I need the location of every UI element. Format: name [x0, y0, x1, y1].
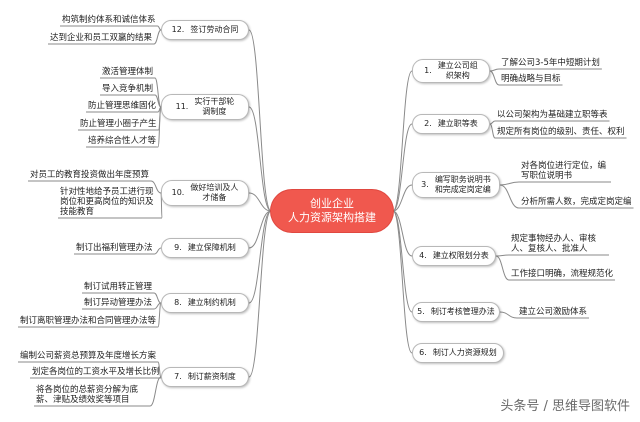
central-topic-line2: 人力资源架构搭建	[288, 211, 376, 224]
branch-label: 建立职等表	[437, 119, 478, 128]
leaf-12-2[interactable]: 达到企业和员工双赢的结果	[50, 33, 153, 43]
branch-node-3[interactable]: 3. 编写职务说明书和完成定岗定编	[412, 172, 500, 198]
branch-number: 12.	[171, 25, 185, 34]
leaf-7-1[interactable]: 编制公司薪资总预算及年度增长方案	[20, 351, 157, 361]
branch-node-1[interactable]: 1. 建立公司组织架构	[412, 59, 490, 83]
connector-center-6	[392, 210, 413, 354]
branch-node-12[interactable]: 12. 签订劳动合同	[161, 20, 249, 40]
connector-leaf-2-2	[489, 123, 496, 139]
branch-label: 制订考核管理办法	[430, 307, 495, 316]
connector-leaf-2-1	[489, 120, 496, 125]
branch-node-8[interactable]: 8. 建立制约机制	[161, 293, 249, 313]
connector-leaf-10-1	[150, 180, 162, 194]
connector-leaf-1-2	[489, 70, 500, 86]
watermark: 头条号 / 思维导图软件	[500, 399, 630, 414]
connector-leaf-11-5	[157, 106, 162, 148]
branch-label: 制订人力资源规划	[432, 348, 497, 357]
connector-center-9	[248, 210, 272, 249]
leaf-1-2[interactable]: 明确战略与目标	[501, 74, 561, 84]
branch-node-6[interactable]: 6. 制订人力资源规划	[412, 343, 504, 363]
connector-leaf-12-2	[153, 29, 162, 45]
branch-label: 做好培训及人才储备	[190, 183, 239, 202]
branch-node-2[interactable]: 2. 建立职等表	[412, 114, 490, 134]
central-topic[interactable]: 创业企业 人力资源架构搭建	[271, 190, 393, 232]
leaf-11-4[interactable]: 防止管理小圈子产生	[80, 119, 157, 129]
connector-center-7	[248, 210, 272, 378]
branch-label: 实行干部轮调制度	[194, 97, 235, 116]
central-topic-line1: 创业企业	[310, 197, 354, 210]
branch-label: 建立权限划分表	[432, 251, 489, 260]
branch-node-11[interactable]: 11. 实行干部轮调制度	[161, 94, 249, 120]
connector-leaf-1-1	[489, 68, 500, 72]
connector-leaf-3-2	[499, 184, 520, 209]
branch-number: 6.	[419, 348, 427, 357]
leaf-1-1[interactable]: 了解公司3-5年中短期计划	[501, 58, 600, 68]
connector-center-3	[392, 184, 413, 212]
connector-leaf-7-3	[149, 376, 162, 407]
branch-node-4[interactable]: 4. 建立权限划分表	[412, 246, 496, 266]
connector-center-2	[392, 123, 413, 212]
connector-leaf-9-1	[154, 247, 162, 255]
leaf-2-2[interactable]: 规定所有岗位的级别、责任、权利	[497, 127, 625, 137]
connector-center-10	[248, 192, 272, 212]
leaf-10-1[interactable]: 对员工的教育投资做出年度预算	[30, 170, 150, 180]
leaf-7-3[interactable]: 将各岗位的总薪资分解为底薪、津贴及绩效奖等项目	[36, 385, 139, 405]
branch-number: 3.	[421, 180, 429, 189]
leaf-3-2[interactable]: 分析所需人数，完成定岗定编	[521, 197, 632, 207]
leaf-8-1[interactable]: 制订试用转正管理	[84, 282, 153, 292]
connector-center-1	[392, 70, 413, 212]
connector-leaf-8-3	[157, 302, 162, 328]
leaf-7-2[interactable]: 划定各岗位的工资水平及增长比例	[32, 367, 160, 377]
leaf-11-2[interactable]: 导入竞争机制	[102, 84, 154, 94]
leaf-10-2[interactable]: 针对性地给予员工进行现岗位和更高岗位的知识及技能教育	[60, 187, 154, 217]
leaf-11-5[interactable]: 培养综合性人才等	[88, 136, 157, 146]
connector-leaf-4-1	[495, 254, 510, 257]
leaf-11-3[interactable]: 防止管理思维固化	[88, 101, 157, 111]
connector-leaf-5-1	[499, 311, 518, 319]
leaf-8-2[interactable]: 制订异动管理办法	[84, 298, 153, 308]
connector-center-5	[392, 210, 413, 313]
branch-node-10[interactable]: 10. 做好培训及人才储备	[161, 180, 249, 206]
branch-number: 1.	[424, 66, 432, 75]
branch-number: 11.	[175, 102, 189, 111]
leaf-4-2[interactable]: 工作接口明确，流程规范化	[511, 269, 614, 279]
branch-number: 2.	[424, 119, 432, 128]
connector-leaf-11-2	[154, 94, 162, 108]
branch-node-7[interactable]: 7. 制订薪资制度	[161, 367, 249, 387]
leaf-12-1[interactable]: 构筑制约体系和诚信体系	[62, 15, 156, 25]
branch-label: 签订劳动合同	[190, 25, 239, 34]
connector-center-8	[248, 210, 272, 304]
connector-center-11	[248, 106, 272, 212]
leaf-2-1[interactable]: 以公司架构为基础建立职等表	[497, 110, 608, 120]
leaf-9-1[interactable]: 制订出福利管理办法	[76, 243, 153, 253]
branch-label: 建立公司组织架构	[437, 61, 478, 80]
branch-label: 建立保障机制	[187, 243, 236, 252]
connector-leaf-8-2	[153, 302, 162, 310]
connector-center-12	[248, 29, 272, 212]
leaf-11-1[interactable]: 激活管理体制	[102, 67, 154, 77]
branch-number: 9.	[174, 243, 182, 252]
leaf-4-1[interactable]: 规定事物经办人、审核人、复核人、批准人	[511, 234, 597, 254]
leaf-8-3[interactable]: 制订离职管理办法和合同管理办法等	[20, 316, 157, 326]
branch-label: 制订薪资制度	[187, 372, 236, 381]
branch-number: 4.	[419, 251, 427, 260]
branch-number: 10.	[171, 188, 185, 197]
connector-leaf-8-1	[153, 292, 162, 304]
connector-leaf-4-2	[495, 255, 510, 281]
branch-node-5[interactable]: 5. 制订考核管理办法	[412, 302, 500, 322]
branch-number: 5.	[417, 307, 425, 316]
leaf-3-1[interactable]: 对各岗位进行定位，编写职位说明书	[521, 161, 607, 181]
branch-number: 7.	[174, 372, 182, 381]
branch-label: 编写职务说明书和完成定岗定编	[434, 175, 491, 194]
leaf-5-1[interactable]: 建立公司激励体系	[519, 307, 588, 317]
branch-node-9[interactable]: 9. 建立保障机制	[161, 238, 249, 258]
branch-label: 建立制约机制	[187, 298, 236, 307]
connector-leaf-3-1	[499, 181, 520, 186]
branch-number: 8.	[174, 298, 182, 307]
